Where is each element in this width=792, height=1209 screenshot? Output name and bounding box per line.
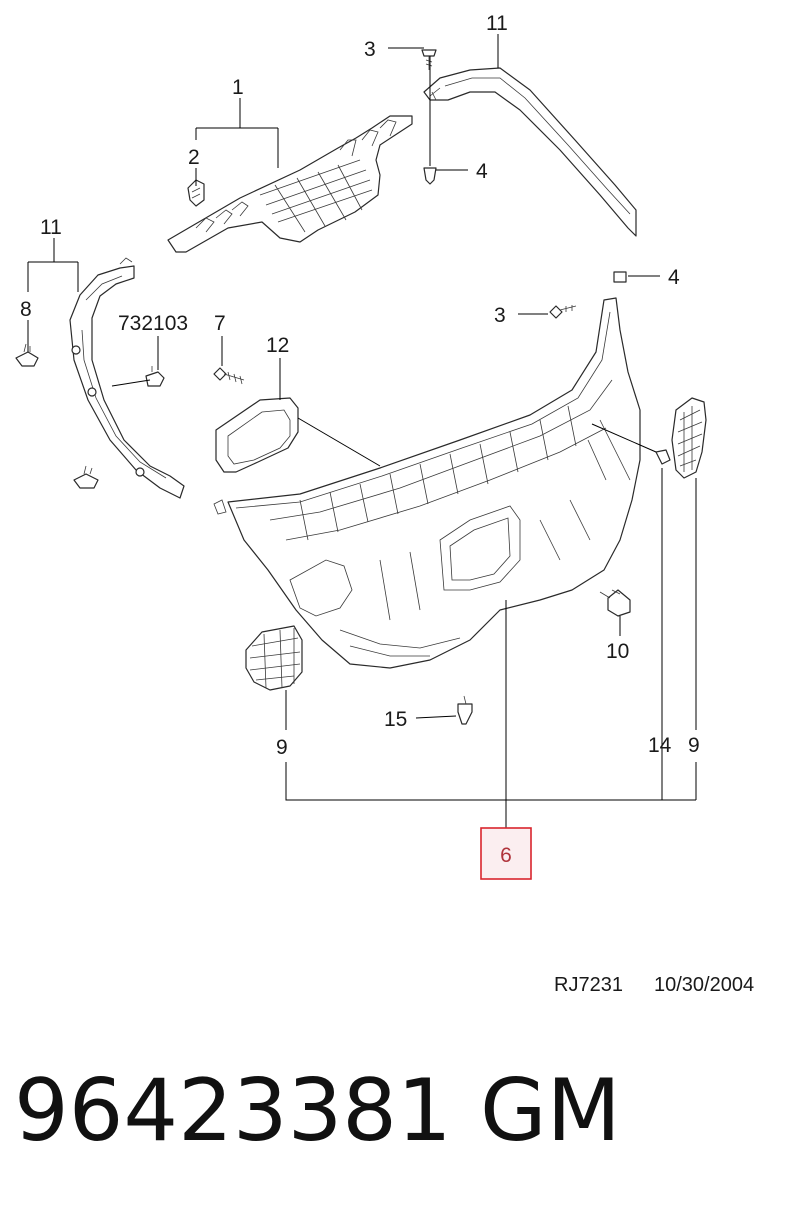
part-number: 96423381 <box>14 1061 452 1161</box>
callout-15: 15 <box>384 708 407 731</box>
clip-lower-left-icon <box>73 465 99 489</box>
clip-8-icon <box>15 343 39 367</box>
callout-labels: 1 2 3 4 11 11 8 732103 7 12 3 4 10 15 9 … <box>20 12 700 759</box>
callout-12: 12 <box>266 334 289 357</box>
callout-8: 8 <box>20 298 32 321</box>
callout-14: 14 <box>648 734 672 757</box>
screw-3-top-icon <box>421 49 437 70</box>
nut-4-top-icon <box>423 167 437 185</box>
callout-11-top: 11 <box>486 12 508 35</box>
trim-strip-top-right <box>423 67 637 237</box>
reference-date: 10/30/2004 <box>654 974 754 996</box>
callout-9-right: 9 <box>688 734 700 757</box>
callout-7: 7 <box>214 312 226 335</box>
callout-1: 1 <box>232 76 244 99</box>
upper-trim-panel <box>167 115 413 253</box>
rivet-732103-icon <box>145 366 165 387</box>
push-pin-15-icon <box>457 695 473 725</box>
trim-strip-left <box>69 257 185 499</box>
reference-code: RJ7231 <box>554 974 623 996</box>
callout-4-mid: 4 <box>668 266 680 289</box>
callout-2: 2 <box>188 146 200 169</box>
callout-9-left: 9 <box>276 736 288 759</box>
callout-732103: 732103 <box>118 312 188 335</box>
vent-grille-left <box>245 625 303 691</box>
access-cover-12 <box>215 397 299 473</box>
callout-3-mid: 3 <box>494 304 506 327</box>
nut-4-mid-icon <box>613 271 627 283</box>
clip-14-icon <box>655 449 671 465</box>
callout-10: 10 <box>606 640 629 663</box>
callout-3-top: 3 <box>364 38 376 61</box>
bumper-10-icon <box>599 589 631 617</box>
screw-7-icon <box>213 367 245 385</box>
screw-3-mid-icon <box>549 305 577 319</box>
leader-lines <box>27 34 697 828</box>
vent-grille-right <box>671 397 707 479</box>
brand-name: GM <box>480 1061 621 1161</box>
callout-4-top: 4 <box>476 160 488 183</box>
highlight-box <box>480 827 532 880</box>
highlight-label: 6 <box>500 844 512 867</box>
liftgate-inner-panel <box>213 297 641 669</box>
highlighted-part-callout[interactable]: 6 <box>480 827 532 880</box>
callout-11-left: 11 <box>40 216 62 239</box>
